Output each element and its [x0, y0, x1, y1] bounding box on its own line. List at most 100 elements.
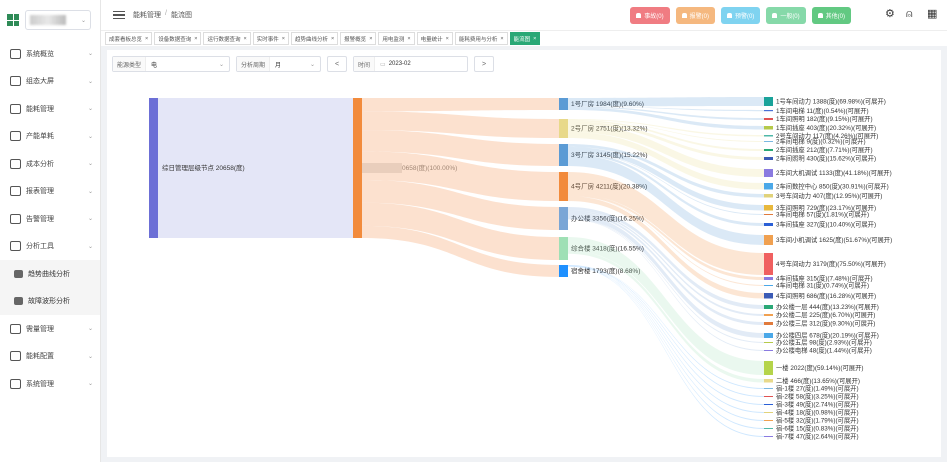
tab[interactable]: 成套看板总览×: [105, 32, 153, 45]
sankey-link-level3: [568, 196, 764, 299]
sankey-link-level3: [568, 97, 764, 107]
chevron-down-icon: ⌄: [80, 17, 86, 24]
sankey-link-level2: [362, 151, 559, 201]
sidebar-item[interactable]: 能耗管理⌄: [0, 95, 100, 123]
sidebar-item[interactable]: 告警管理⌄: [0, 205, 100, 233]
tab[interactable]: 报警概览×: [340, 32, 377, 45]
sidebar-item[interactable]: 需量管理⌄: [0, 315, 100, 343]
sidebar-item[interactable]: 系统管理⌄: [0, 370, 100, 398]
sankey-label-level3: 办公楼四层 678(度)(20.19%)(可展开): [776, 331, 879, 340]
close-icon[interactable]: ×: [330, 35, 335, 42]
close-icon[interactable]: ×: [194, 35, 198, 42]
sankey-link-level3: [568, 218, 764, 343]
main-panel: 能源类型 电⌄ 分析周期 月⌄ < 时间 ▭2023-02 > 综日管理层级节点…: [107, 50, 941, 457]
sankey-node-source: [149, 98, 158, 238]
sidebar-item[interactable]: 趋势曲线分析: [0, 260, 100, 288]
close-icon[interactable]: ×: [533, 35, 537, 42]
sankey-node-level2: [559, 98, 568, 110]
sankey-label-level3: 3车间照明 729(度)(23.17%)(可展开): [776, 203, 876, 212]
alarm-icon: [10, 213, 21, 224]
sankey-link-level3: [568, 213, 764, 338]
close-icon[interactable]: ×: [243, 35, 247, 42]
close-icon[interactable]: ×: [445, 35, 449, 42]
time-picker[interactable]: 时间 ▭2023-02: [353, 56, 468, 72]
sankey-link-level3: [568, 106, 764, 112]
tab[interactable]: 用电监测×: [378, 32, 415, 45]
sidebar-item-label: 分析工具: [26, 243, 54, 251]
sidebar-item-label: 故障波形分析: [28, 298, 70, 306]
sidebar-item[interactable]: 系统概览⌄: [0, 40, 100, 68]
sidebar-item-label: 系统管理: [26, 380, 54, 388]
sidebar-item[interactable]: 组态大屏⌄: [0, 68, 100, 96]
sankey-node-level3: [764, 141, 773, 142]
sankey-label-level3: 宿-7楼 47(度)(2.64%)(可展开): [776, 432, 859, 441]
alarm-button[interactable]: 预警(0): [720, 7, 761, 24]
tab[interactable]: 电量统计×: [416, 32, 453, 45]
close-icon[interactable]: ×: [407, 35, 411, 42]
close-icon[interactable]: ×: [369, 35, 373, 42]
alarm-label: 事故(0): [644, 14, 664, 20]
sankey-node-level3: [764, 412, 773, 413]
sankey-node-level3: [764, 350, 773, 351]
project-select[interactable]: ⌄: [25, 10, 91, 30]
tab[interactable]: 趋势曲线分析×: [290, 32, 339, 45]
next-period-button[interactable]: >: [474, 56, 494, 72]
sankey-node-level3: [764, 97, 773, 106]
top-icons: ⚙ ⍝ ▦: [885, 9, 937, 20]
tab[interactable]: 能耗费用与分析×: [454, 32, 508, 45]
sankey-node-level3: [764, 157, 773, 160]
apps-grid-icon[interactable]: ▦: [927, 8, 938, 20]
sidebar-item-label: 能耗管理: [26, 105, 54, 113]
close-icon[interactable]: ×: [500, 35, 504, 42]
sidebar-item[interactable]: 能耗配置⌄: [0, 343, 100, 371]
chevron-down-icon: ⌄: [87, 51, 93, 57]
sankey-node-level2: [559, 144, 568, 166]
close-icon[interactable]: ×: [145, 35, 149, 42]
sankey-link-level3: [568, 119, 764, 142]
sankey-node-level3: [764, 223, 773, 226]
sidebar-item[interactable]: 成本分析⌄: [0, 150, 100, 178]
prev-period-button[interactable]: <: [327, 56, 347, 72]
alarm-button[interactable]: 事故(0): [630, 7, 670, 24]
time-value: 2023-02: [388, 61, 411, 67]
sidebar-item[interactable]: 报表管理⌄: [0, 178, 100, 206]
close-icon[interactable]: ×: [281, 35, 285, 42]
tab[interactable]: 能流图×: [509, 32, 541, 45]
tab[interactable]: 运行数据查询×: [203, 32, 251, 45]
period-select[interactable]: 分析周期 月⌄: [236, 56, 321, 72]
sankey-node-level3: [764, 305, 773, 309]
energy-type-select[interactable]: 能源类型 电⌄: [112, 56, 230, 72]
breadcrumb-separator: /: [165, 10, 167, 17]
sankey-label-level3: 4车间插座 315(度)(7.48%)(可展开): [776, 274, 873, 283]
sidebar-item[interactable]: 产能单耗⌄: [0, 123, 100, 151]
breadcrumb-item[interactable]: 能耗管理: [133, 12, 161, 19]
chevron-down-icon: ⌄: [87, 188, 93, 195]
energy-type-value: 电: [151, 62, 158, 69]
energy-icon: [10, 103, 21, 114]
alarm-button[interactable]: 报警(0): [675, 7, 715, 24]
sankey-label-level2: 2号厂房 2751(度)(13.32%): [571, 124, 648, 133]
alarm-label: 一般(0): [780, 14, 800, 20]
system-icon: [10, 378, 21, 389]
alarm-button[interactable]: 其他(0): [811, 7, 851, 24]
sankey-label-level2: 宿舍楼 1793(度)(8.68%): [571, 266, 640, 275]
sankey-label-level3: 宿-3楼 49(度)(2.74%)(可展开): [776, 400, 859, 409]
sankey-node-level3: [764, 396, 773, 397]
sidebar-item[interactable]: 故障波形分析: [0, 288, 100, 316]
chevron-down-icon: ⌄: [87, 216, 93, 222]
tab[interactable]: 实时事件×: [252, 32, 289, 45]
tab[interactable]: 设备数据查询×: [154, 32, 202, 45]
breadcrumb-item: 能流图: [170, 12, 192, 19]
sankey-label-level3: 2号车间动力 117(度)(4.26%)(可展开): [776, 131, 878, 140]
sankey-link-level2: [362, 98, 559, 112]
gear-icon[interactable]: ⚙: [885, 8, 895, 20]
tab-label: 用电监测: [382, 36, 405, 43]
logo-icon: [7, 14, 19, 26]
user-icon[interactable]: ⍝: [906, 8, 913, 20]
alarm-button[interactable]: 一般(0): [766, 7, 806, 24]
sankey-link-level3: [568, 210, 764, 316]
menu-fold-icon[interactable]: [113, 9, 125, 21]
capacity-icon: [10, 131, 21, 142]
sankey-label-level3: 宿-1楼 27(度)(1.49%)(可展开): [776, 384, 859, 393]
sidebar-item[interactable]: 分析工具⌄: [0, 233, 100, 261]
